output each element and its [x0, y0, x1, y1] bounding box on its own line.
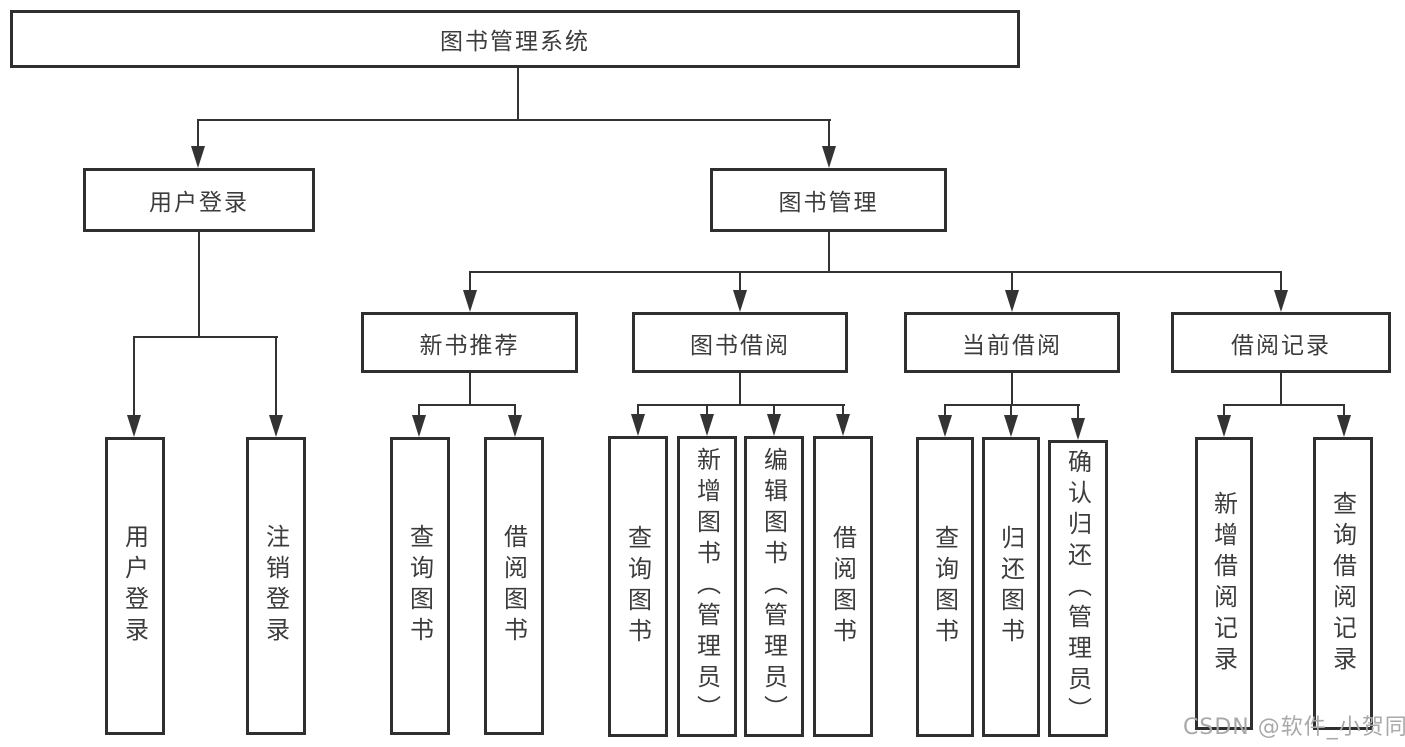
- connector-cb-branch: [944, 404, 1080, 406]
- arrow-to-book-mgmt: [822, 146, 836, 168]
- arrow-to-bb-borrow: [836, 414, 850, 436]
- arrow-to-current-borrow: [1005, 290, 1019, 312]
- node-br-add-record: 新增借阅记录: [1195, 437, 1253, 730]
- connector-stub-bb-edit: [773, 404, 775, 416]
- node-ul-user-login: 用户登录: [105, 437, 165, 735]
- arrow-to-br-query: [1337, 415, 1351, 437]
- connector-br-drop: [1280, 373, 1282, 406]
- arrow-to-book-borrow: [733, 290, 747, 312]
- node-root: 图书管理系统: [10, 10, 1020, 68]
- arrow-to-new-book-rec: [463, 290, 477, 312]
- connector-stub-current-borrow: [1011, 271, 1013, 292]
- connector-stub-cb-confirm: [1077, 404, 1079, 419]
- node-book-mgmt: 图书管理: [710, 168, 947, 232]
- connector-book-mgmt-drop: [828, 232, 830, 273]
- arrow-to-bb-query: [631, 414, 645, 436]
- connector-stub-cb-return: [1010, 404, 1012, 416]
- node-bb-borrow-book: 借阅图书: [813, 436, 873, 737]
- arrow-to-ul-login: [127, 415, 141, 437]
- connector-nbr-drop: [469, 373, 471, 406]
- connector-cb-drop: [1011, 373, 1013, 406]
- connector-stub-book-borrow: [739, 271, 741, 292]
- connector-bb-drop: [739, 373, 741, 406]
- connector-stub-ul-logout: [275, 336, 277, 416]
- connector-stub-br-query: [1343, 404, 1345, 417]
- node-bb-edit-book: 编辑图书（管理员）: [744, 436, 804, 737]
- node-cb-return-book: 归还图书: [982, 437, 1040, 737]
- node-ul-logout: 注销登录: [246, 437, 306, 735]
- connector-root-drop: [517, 68, 519, 121]
- connector-stub-ul-login: [133, 336, 135, 416]
- connector-stub-bb-add: [706, 404, 708, 416]
- connector-stub-bb-query: [637, 404, 639, 416]
- connector-stub-borrow-records: [1280, 271, 1282, 292]
- arrow-to-bb-edit: [767, 414, 781, 436]
- node-book-borrow: 图书借阅: [632, 312, 848, 373]
- connector-stub-bb-borrow: [842, 404, 844, 416]
- arrow-to-ul-logout: [269, 415, 283, 437]
- connector-stub-book-mgmt: [828, 119, 830, 148]
- node-cb-query-book: 查询图书: [916, 437, 974, 737]
- connector-level3-branch: [469, 271, 1282, 273]
- node-nbr-borrow-book: 借阅图书: [484, 437, 544, 735]
- node-current-borrow: 当前借阅: [904, 312, 1120, 373]
- arrow-to-nbr-query: [412, 415, 426, 437]
- connector-stub-cb-query: [944, 404, 946, 416]
- arrow-to-borrow-records: [1274, 290, 1288, 312]
- csdn-watermark: CSDN @软件_小贺同学: [1183, 715, 1405, 740]
- arrow-to-nbr-borrow: [508, 415, 522, 437]
- arrow-to-bb-add: [700, 414, 714, 436]
- connector-nbr-branch: [418, 404, 516, 406]
- arrow-to-cb-confirm: [1071, 418, 1085, 440]
- connector-stub-new-book-rec: [469, 271, 471, 292]
- node-nbr-query-book: 查询图书: [390, 437, 450, 735]
- arrow-to-user-login: [191, 146, 205, 168]
- connector-stub-br-add: [1223, 404, 1225, 417]
- connector-stub-nbr-borrow: [514, 404, 516, 417]
- connector-stub-nbr-query: [418, 404, 420, 417]
- node-br-query-record: 查询借阅记录: [1313, 437, 1373, 730]
- arrow-to-br-add: [1217, 415, 1231, 437]
- connector-user-login-drop: [198, 232, 200, 338]
- connector-user-login-branch: [133, 336, 278, 338]
- connector-level2-branch: [197, 119, 831, 121]
- connector-bb-branch: [637, 404, 845, 406]
- node-user-login: 用户登录: [83, 168, 315, 232]
- node-bb-add-book: 新增图书（管理员）: [677, 436, 737, 737]
- node-bb-query-book: 查询图书: [608, 436, 668, 737]
- node-borrow-records: 借阅记录: [1171, 312, 1391, 373]
- node-cb-confirm-return: 确认归还（管理员）: [1048, 440, 1108, 737]
- node-new-book-rec: 新书推荐: [361, 312, 578, 373]
- arrow-to-cb-return: [1004, 415, 1018, 437]
- connector-br-branch: [1223, 404, 1345, 406]
- connector-stub-user-login: [197, 119, 199, 148]
- arrow-to-cb-query: [938, 415, 952, 437]
